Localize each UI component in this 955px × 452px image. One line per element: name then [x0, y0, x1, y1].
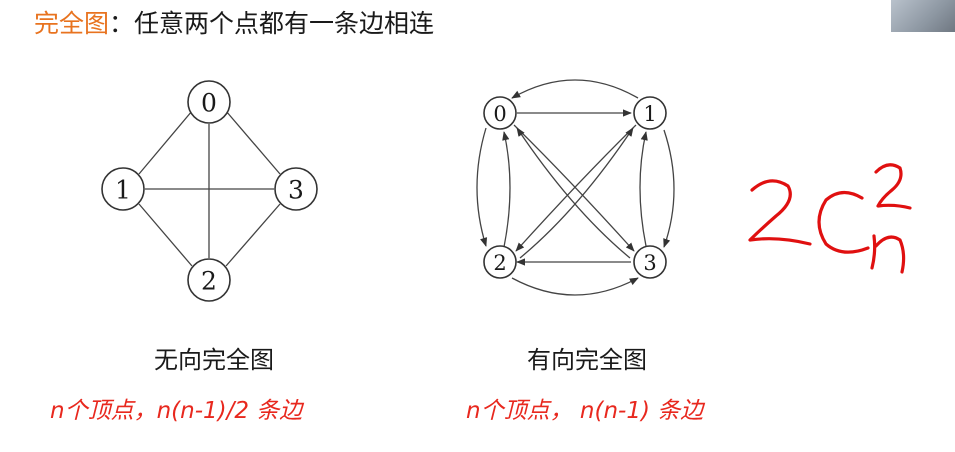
- directed-node-3: 3: [634, 246, 666, 278]
- svg-text:3: 3: [288, 176, 304, 205]
- undirected-node-0: 0: [188, 81, 230, 123]
- edge-3-2: [226, 204, 280, 266]
- undirected-caption: 无向完全图: [139, 344, 289, 376]
- edge-2-to-3-outer: [512, 278, 638, 295]
- undirected-formula: n个顶点，n(n-1)/2 条边: [50, 396, 302, 426]
- svg-text:2: 2: [493, 251, 506, 275]
- directed-formula: n个顶点， n(n-1) 条边: [466, 396, 703, 426]
- svg-text:1: 1: [115, 176, 131, 205]
- edge-1-2: [139, 204, 192, 266]
- edge-0-3: [226, 111, 280, 174]
- handwritten-annotation: [750, 165, 910, 272]
- edge-2-to-0-inner: [504, 132, 510, 247]
- svg-text:0: 0: [201, 89, 217, 118]
- undirected-graph: 0 1 3 2: [102, 81, 317, 301]
- svg-text:2: 2: [201, 267, 217, 296]
- edge-0-1: [139, 111, 192, 174]
- edge-0-to-2-outer: [477, 128, 486, 246]
- undirected-node-2: 2: [188, 259, 230, 301]
- svg-text:1: 1: [643, 102, 656, 126]
- directed-node-2: 2: [484, 246, 516, 278]
- edge-1-to-0-outer: [512, 80, 638, 98]
- undirected-node-3: 3: [275, 168, 317, 210]
- edge-1-to-3-outer: [664, 130, 674, 247]
- directed-caption: 有向完全图: [512, 344, 662, 376]
- svg-text:0: 0: [493, 102, 506, 126]
- directed-node-1: 1: [634, 97, 666, 129]
- directed-node-0: 0: [484, 97, 516, 129]
- svg-text:3: 3: [643, 251, 656, 275]
- edge-3-to-1-inner: [640, 132, 646, 246]
- directed-graph: 0 1 2 3: [477, 80, 674, 295]
- undirected-node-1: 1: [102, 168, 144, 210]
